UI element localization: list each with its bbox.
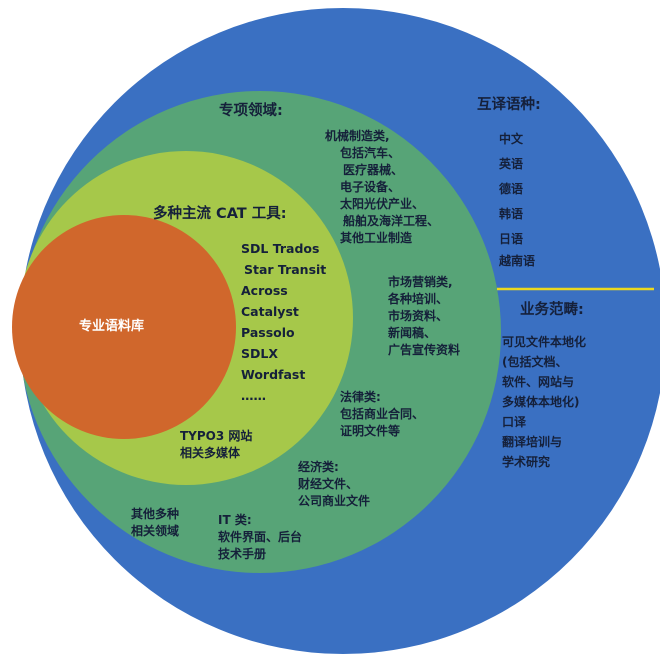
domain-it: IT 类: 软件界面、后台 技术手册 (218, 512, 302, 563)
languages-list: 中文 英语 德语 韩语 日语 越南语 (499, 131, 535, 275)
domain-line: 软件界面、后台 (218, 530, 303, 544)
tool-item: Passolo (241, 325, 295, 340)
cat-tools-list: SDL Trados Star Transit Across Catalyst … (241, 238, 327, 406)
language-item: 日语 (499, 232, 524, 246)
domain-line: 船舶及海洋工程、 (343, 214, 440, 228)
typo3-line: TYPO3 网站 (180, 429, 253, 443)
domain-line: 各种培训、 (388, 292, 449, 306)
language-item: 韩语 (499, 207, 524, 221)
domain-line: 机械制造类, (325, 129, 390, 143)
domain-line: 市场营销类, (388, 275, 453, 289)
domain-line: 其他多种 (131, 507, 180, 521)
typo3-block: TYPO3 网站 相关多媒体 (180, 428, 252, 462)
languages-title: 互译语种: (477, 97, 541, 113)
domain-machinery: 机械制造类, 包括汽车、 医疗器械、 电子设备、 太阳光伏产业、 船舶及海洋工程… (325, 128, 439, 247)
cat-tools-title: 多种主流 CAT 工具: (153, 206, 287, 222)
service-line: 翻译培训与 (502, 435, 563, 449)
core-label: 专业语料库 (79, 319, 145, 334)
service-line: 学术研究 (502, 455, 551, 469)
tool-item: Wordfast (241, 367, 306, 382)
domain-line: 市场资料、 (388, 309, 449, 323)
tool-item: …… (241, 388, 266, 403)
domain-line: 包括汽车、 (340, 146, 401, 160)
service-line: 多媒体本地化) (502, 395, 580, 409)
services-title: 业务范畴: (520, 302, 584, 318)
language-item: 德语 (499, 182, 524, 196)
domain-line: IT 类: (218, 513, 252, 527)
language-item: 英语 (499, 157, 524, 171)
domain-line: 太阳光伏产业、 (340, 197, 425, 211)
domain-line: 财经文件、 (298, 477, 359, 491)
domain-other: 其他多种 相关领域 (131, 506, 179, 540)
service-line: 软件、网站与 (502, 375, 575, 389)
domain-line: 经济类: (298, 460, 339, 474)
domain-line: 新闻稿、 (388, 326, 437, 340)
domain-line: 电子设备、 (340, 180, 401, 194)
domain-line: 包括商业合同、 (340, 407, 425, 421)
typo3-line: 相关多媒体 (180, 446, 241, 460)
domain-legal: 法律类: 包括商业合同、 证明文件等 (340, 389, 424, 440)
domains-title: 专项领域: (219, 103, 283, 119)
domain-line: 法律类: (340, 390, 381, 404)
domain-line: 广告宣传资料 (388, 343, 461, 357)
language-item: 越南语 (499, 254, 536, 268)
domain-line: 相关领域 (131, 524, 180, 538)
domain-economy: 经济类: 财经文件、 公司商业文件 (298, 459, 370, 510)
domain-line: 其他工业制造 (340, 231, 413, 245)
domain-marketing: 市场营销类, 各种培训、 市场资料、 新闻稿、 广告宣传资料 (388, 274, 460, 359)
domain-line: 医疗器械、 (343, 163, 404, 177)
domain-line: 证明文件等 (340, 424, 401, 438)
tool-item: Catalyst (241, 304, 299, 319)
core-circle-corpus (12, 215, 236, 439)
tool-item: SDL Trados (241, 241, 320, 256)
tool-item: Across (241, 283, 288, 298)
domain-line: 公司商业文件 (298, 494, 371, 508)
tool-item: SDLX (241, 346, 278, 361)
language-item: 中文 (499, 132, 524, 146)
service-line: (包括文档、 (502, 355, 568, 369)
domain-line: 技术手册 (218, 547, 267, 561)
service-line: 口译 (502, 415, 527, 429)
services-list: 可见文件本地化 (包括文档、 软件、网站与 多媒体本地化) 口译 翻译培训与 学… (502, 332, 586, 472)
service-line: 可见文件本地化 (502, 335, 587, 349)
tool-item: Star Transit (244, 262, 327, 277)
